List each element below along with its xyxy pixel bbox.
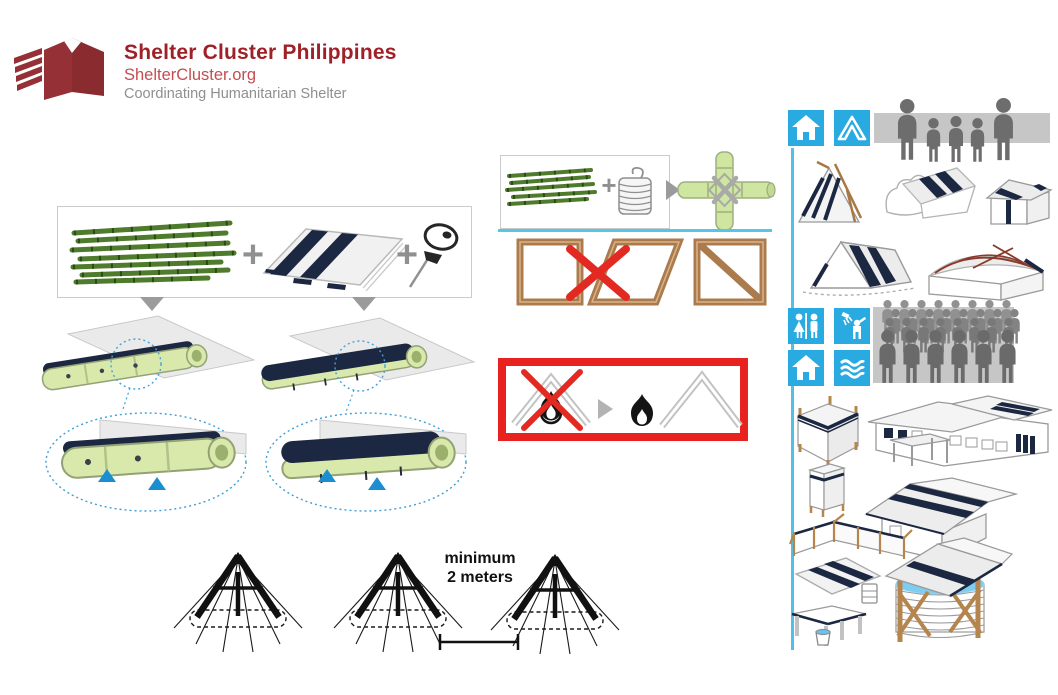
shower-icon (841, 311, 867, 339)
spacing-label: minimum 2 meters (420, 549, 540, 587)
section-divider (498, 229, 772, 232)
plus-icon: + (241, 234, 265, 276)
materials-panel (57, 206, 472, 298)
privacy-fence-illustration (788, 513, 913, 559)
sidebar-accent-line (791, 148, 794, 650)
water-tank-box-illustration (796, 396, 860, 468)
crowd-silhouettes (879, 300, 1020, 383)
dimension-line (438, 634, 520, 650)
debris-shelter-illustration (885, 167, 977, 219)
toilet-icon (793, 313, 818, 339)
zoom-callout-circle (110, 338, 162, 390)
plus-icon: + (601, 170, 617, 200)
house-icon (792, 355, 820, 380)
spacing-label-line1: minimum (444, 550, 516, 567)
tile-water (834, 350, 870, 386)
tarp-fixing-ties-illustration (261, 317, 476, 512)
arrow-right-icon (666, 180, 680, 200)
bracing-guide (516, 238, 767, 306)
bucket-icon (815, 628, 831, 646)
spacing-label-line2: 2 meters (447, 569, 513, 587)
folded-tarpaulin-illustration (262, 228, 407, 292)
rope-lashing-icon (707, 172, 742, 208)
logo-url: ShelterCluster.org (124, 65, 257, 84)
tarp-fixing-nails-illustration (41, 315, 256, 512)
rope-coil-illustration (618, 166, 652, 215)
covered-reservoir-illustration (884, 537, 1014, 642)
tile-toilet (788, 308, 824, 344)
evacuation-center-illustration (867, 395, 1053, 467)
shelter-roof-icon (659, 370, 743, 429)
latrine-booth-illustration (807, 463, 847, 517)
arrow-down-icon (352, 297, 376, 311)
tile-house-2 (788, 350, 824, 386)
rainwater-catchment-illustration (794, 557, 882, 604)
lashing-panel (500, 155, 670, 229)
logo: Shelter Cluster Philippines ShelterClust… (14, 34, 414, 110)
bamboo-poles-illustration (69, 220, 237, 285)
shelter-roof-icon (511, 372, 591, 427)
tent-spacing-illustration (178, 546, 643, 668)
tent-illustration (491, 554, 619, 654)
marker-triangle-icon (318, 469, 336, 482)
red-cross-icon (521, 369, 583, 431)
water-waves-icon (840, 359, 865, 379)
braced-frame (693, 238, 767, 306)
marker-triangle-icon (148, 477, 166, 490)
household-illustrations-row2 (802, 240, 1045, 301)
house-icon (792, 115, 820, 140)
arrow-right-icon (598, 399, 613, 419)
tile-tent (834, 110, 870, 146)
shelter-cluster-logo-icon (14, 38, 104, 100)
marker-triangle-icon (98, 469, 116, 482)
tent-illustration (334, 552, 462, 652)
marker-triangle-icon (368, 477, 386, 490)
push-pin-illustration (408, 223, 459, 288)
bamboo-poles-illustration (505, 168, 597, 206)
logo-text-block: Shelter Cluster Philippines ShelterClust… (124, 34, 397, 110)
ridge-tent-illustration (802, 240, 916, 296)
household-illustrations-row1 (797, 160, 1053, 225)
tent-illustration (174, 552, 302, 652)
pointer-triangles (140, 297, 376, 311)
tent-icon (837, 115, 867, 141)
plus-icon: + (395, 234, 419, 276)
tile-house (788, 110, 824, 146)
tarp-tent-illustration (797, 160, 863, 223)
tarp-warehouse-illustration (864, 477, 1019, 562)
arrow-down-icon (140, 297, 164, 311)
arch-roof-building-illustration (928, 244, 1045, 301)
community-illustrations (788, 395, 1053, 646)
tarp-roof-house-illustration (985, 179, 1053, 225)
logo-tagline: Coordinating Humanitarian Shelter (124, 85, 347, 102)
logo-title: Shelter Cluster Philippines (124, 41, 397, 64)
red-cross-icon (566, 245, 630, 301)
washing-table-illustration (791, 605, 867, 646)
fire-outside-icon (631, 394, 653, 426)
zoom-callout-circle (334, 340, 386, 392)
tile-shower (834, 308, 870, 344)
fire-safety-panel (498, 358, 748, 441)
cross-lashed-joint-illustration (677, 151, 776, 231)
family-silhouettes (897, 98, 1013, 162)
